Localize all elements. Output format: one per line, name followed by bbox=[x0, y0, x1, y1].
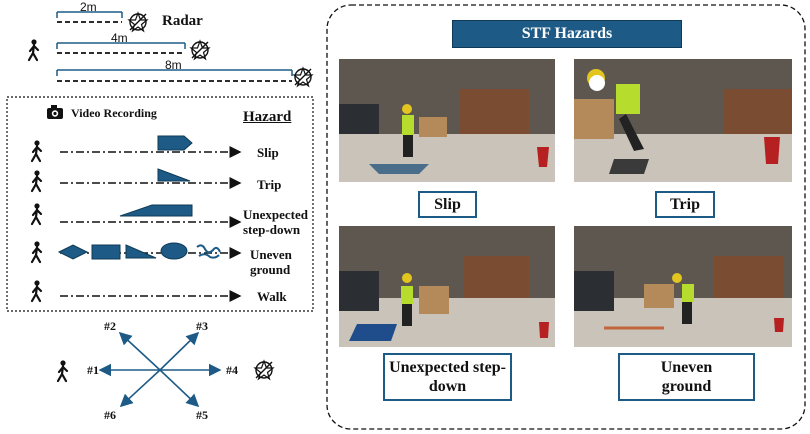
video-recording-label: Video Recording bbox=[71, 106, 157, 120]
hazard-label-slip: Slip bbox=[257, 145, 279, 160]
caption-uneven-ground-line2: ground bbox=[661, 378, 712, 395]
radar-icon bbox=[254, 360, 274, 380]
uneven-shape-triangle bbox=[125, 244, 157, 259]
photo-trip-scene bbox=[574, 59, 792, 182]
video-recording-box bbox=[6, 96, 314, 312]
caption-uneven-ground: Uneven ground bbox=[618, 353, 755, 401]
hazard-label-uneven-line1: Uneven bbox=[250, 247, 292, 262]
step-down-hazard-shape bbox=[119, 204, 193, 217]
hazard-label-uneven-line2: ground bbox=[250, 262, 291, 277]
photo-trip bbox=[574, 59, 792, 182]
distance-label-8m: 8m bbox=[165, 58, 182, 72]
hazard-label-step-down: Unexpected step-down bbox=[243, 207, 308, 237]
caption-uneven-ground-line1: Uneven bbox=[660, 359, 713, 376]
uneven-shape-diamond bbox=[57, 244, 89, 260]
direction-label-2: #2 bbox=[104, 319, 116, 333]
walking-person-icon bbox=[30, 139, 43, 163]
radar-distance-diagram bbox=[27, 11, 313, 87]
hazard-column-title: Hazard bbox=[243, 109, 292, 125]
distance-label-2m: 2m bbox=[80, 0, 97, 14]
hazard-label-step-down-line2: step-down bbox=[243, 222, 301, 237]
direction-diagram bbox=[56, 331, 274, 408]
stf-hazards-panel bbox=[326, 4, 806, 430]
radar-icon bbox=[293, 67, 313, 87]
walking-person-icon bbox=[30, 279, 43, 303]
radar-icon bbox=[128, 12, 148, 32]
photo-step-down bbox=[339, 226, 555, 347]
uneven-shape-rect bbox=[91, 244, 121, 260]
caption-trip: Trip bbox=[655, 191, 715, 218]
hazard-label-step-down-line1: Unexpected bbox=[243, 207, 308, 222]
hazard-label-trip: Trip bbox=[257, 177, 282, 192]
trip-hazard-shape bbox=[157, 168, 191, 182]
camera-icon bbox=[47, 105, 63, 119]
walking-person-icon bbox=[30, 202, 43, 226]
caption-step-down-line2: down bbox=[428, 378, 467, 395]
walking-person-icon bbox=[27, 38, 40, 62]
walking-person-icon bbox=[30, 240, 43, 264]
uneven-shape-scribble bbox=[196, 244, 221, 259]
direction-label-6: #6 bbox=[104, 408, 116, 422]
direction-label-4: #4 bbox=[226, 363, 238, 377]
radar-label: Radar bbox=[162, 13, 203, 29]
direction-label-3: #3 bbox=[196, 319, 208, 333]
direction-label-5: #5 bbox=[196, 408, 208, 422]
caption-step-down: Unexpected step- down bbox=[383, 353, 512, 401]
stf-hazards-title: STF Hazards bbox=[452, 20, 682, 48]
walking-person-icon bbox=[30, 169, 43, 193]
radar-icon bbox=[190, 40, 210, 60]
hazard-label-uneven: Uneven ground bbox=[250, 247, 292, 277]
photo-uneven-ground-scene bbox=[574, 226, 792, 347]
caption-step-down-line1: Unexpected step- bbox=[389, 359, 506, 376]
direction-label-1: #1 bbox=[87, 363, 99, 377]
caption-slip: Slip bbox=[418, 191, 477, 218]
photo-slip bbox=[339, 59, 555, 182]
distance-label-4m: 4m bbox=[111, 31, 128, 45]
photo-uneven-ground bbox=[574, 226, 792, 347]
hazard-rows bbox=[30, 135, 242, 303]
photo-slip-scene bbox=[339, 59, 555, 182]
walking-person-icon bbox=[56, 359, 69, 383]
photo-step-down-scene bbox=[339, 226, 555, 347]
uneven-shape-ellipse bbox=[160, 242, 188, 260]
hazard-label-walk: Walk bbox=[257, 289, 287, 304]
slip-hazard-shape bbox=[157, 135, 193, 151]
